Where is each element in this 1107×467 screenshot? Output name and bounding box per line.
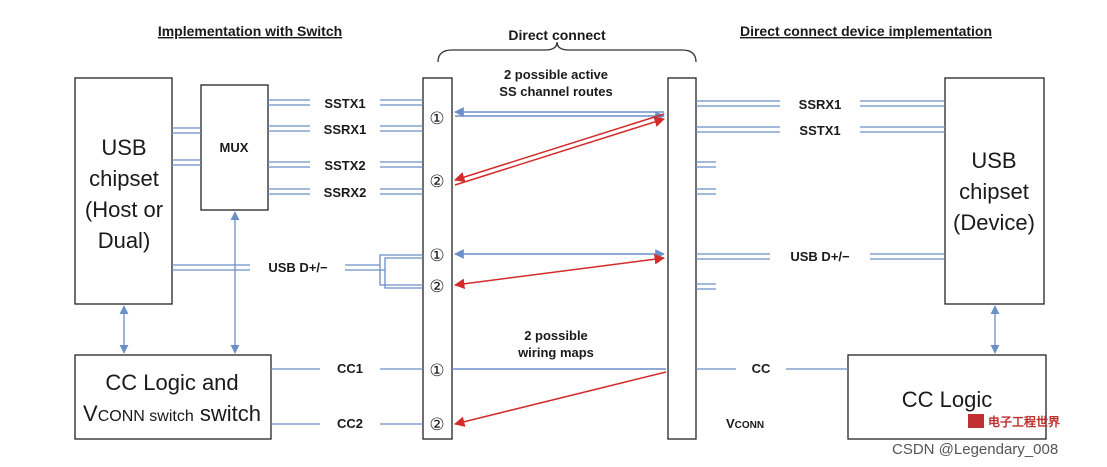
ss-route-2a bbox=[453, 113, 665, 183]
mux-label: MUX bbox=[220, 140, 249, 155]
device-usb-chipset-label: USB chipset (Device) bbox=[953, 148, 1035, 235]
left-signal-lines bbox=[172, 99, 423, 425]
label-left-usb-dpm: USB D+/− bbox=[268, 260, 328, 275]
label-right-sstx1: SSTX1 bbox=[799, 123, 840, 138]
header-left: Implementation with Switch bbox=[158, 23, 342, 39]
usb2-route-2 bbox=[453, 254, 666, 289]
label-left-ssrx2: SSRX2 bbox=[324, 185, 367, 200]
routes-annotation-line1: 2 possible active bbox=[504, 67, 608, 82]
direct-connect-brace bbox=[437, 41, 697, 63]
label-right-usb-dpm: USB D+/− bbox=[790, 249, 850, 264]
label-left-cc1: CC1 bbox=[337, 361, 363, 376]
label-left-ssrx1: SSRX1 bbox=[324, 122, 367, 137]
wiring-annotation-line1: 2 possible bbox=[524, 328, 588, 343]
svg-text:Dual): Dual) bbox=[98, 228, 151, 253]
pin-marker-usb2: ② bbox=[429, 277, 444, 296]
header-center: Direct connect bbox=[508, 27, 606, 43]
host-usb-chipset-box bbox=[74, 77, 173, 305]
device-cc-logic-box bbox=[847, 354, 1047, 440]
pin-marker-cc1: ① bbox=[429, 361, 444, 380]
pin-markers: ① ② ① ② ① ② bbox=[429, 109, 444, 434]
cc-logic-vconn-switch-line2: VCONN switch switch bbox=[83, 401, 261, 426]
svg-text:USB: USB bbox=[971, 148, 1016, 173]
device-connector-bar bbox=[667, 77, 697, 440]
svg-text:(Device): (Device) bbox=[953, 210, 1035, 235]
mux-box bbox=[200, 84, 269, 211]
pin-marker-usb1: ① bbox=[429, 246, 444, 265]
svg-text:(Host or: (Host or bbox=[85, 197, 163, 222]
svg-text:chipset: chipset bbox=[89, 166, 159, 191]
header-right: Direct connect device implementation bbox=[740, 23, 992, 39]
ss-route-2b bbox=[454, 116, 666, 186]
cc-logic-vconn-switch-box bbox=[74, 354, 272, 440]
pin-marker-ss1: ① bbox=[429, 109, 444, 128]
label-right-ssrx1: SSRX1 bbox=[799, 97, 842, 112]
pin-marker-cc2: ② bbox=[429, 415, 444, 434]
routes-annotation-line2: SS channel routes bbox=[499, 84, 612, 99]
label-right-cc: CC bbox=[752, 361, 771, 376]
pin-marker-ss2: ② bbox=[429, 172, 444, 191]
cc-logic-vconn-switch-line1: CC Logic and bbox=[105, 370, 238, 395]
device-usb-chipset-box bbox=[944, 77, 1045, 305]
svg-text:USB: USB bbox=[101, 135, 146, 160]
watermark-logo-text: 电子工程世界 bbox=[988, 414, 1060, 429]
right-signal-lines bbox=[696, 100, 945, 370]
label-left-sstx2: SSTX2 bbox=[324, 158, 365, 173]
host-usb-chipset-label: USB chipset (Host or Dual) bbox=[85, 135, 163, 253]
wiring-annotation-line2: wiring maps bbox=[517, 345, 594, 360]
device-cc-logic-label: CC Logic bbox=[902, 387, 992, 412]
label-right-vconn: VCONN bbox=[726, 416, 764, 431]
cc-wiring-2 bbox=[453, 371, 667, 427]
watermark: 电子工程世界 CSDN @Legendary_008 bbox=[892, 414, 1060, 458]
watermark-logo-icon bbox=[968, 414, 984, 428]
svg-text:chipset: chipset bbox=[959, 179, 1029, 204]
label-left-cc2: CC2 bbox=[337, 416, 363, 431]
watermark-text: CSDN @Legendary_008 bbox=[892, 441, 1058, 458]
host-connector-bar bbox=[422, 77, 453, 440]
label-left-sstx1: SSTX1 bbox=[324, 96, 365, 111]
